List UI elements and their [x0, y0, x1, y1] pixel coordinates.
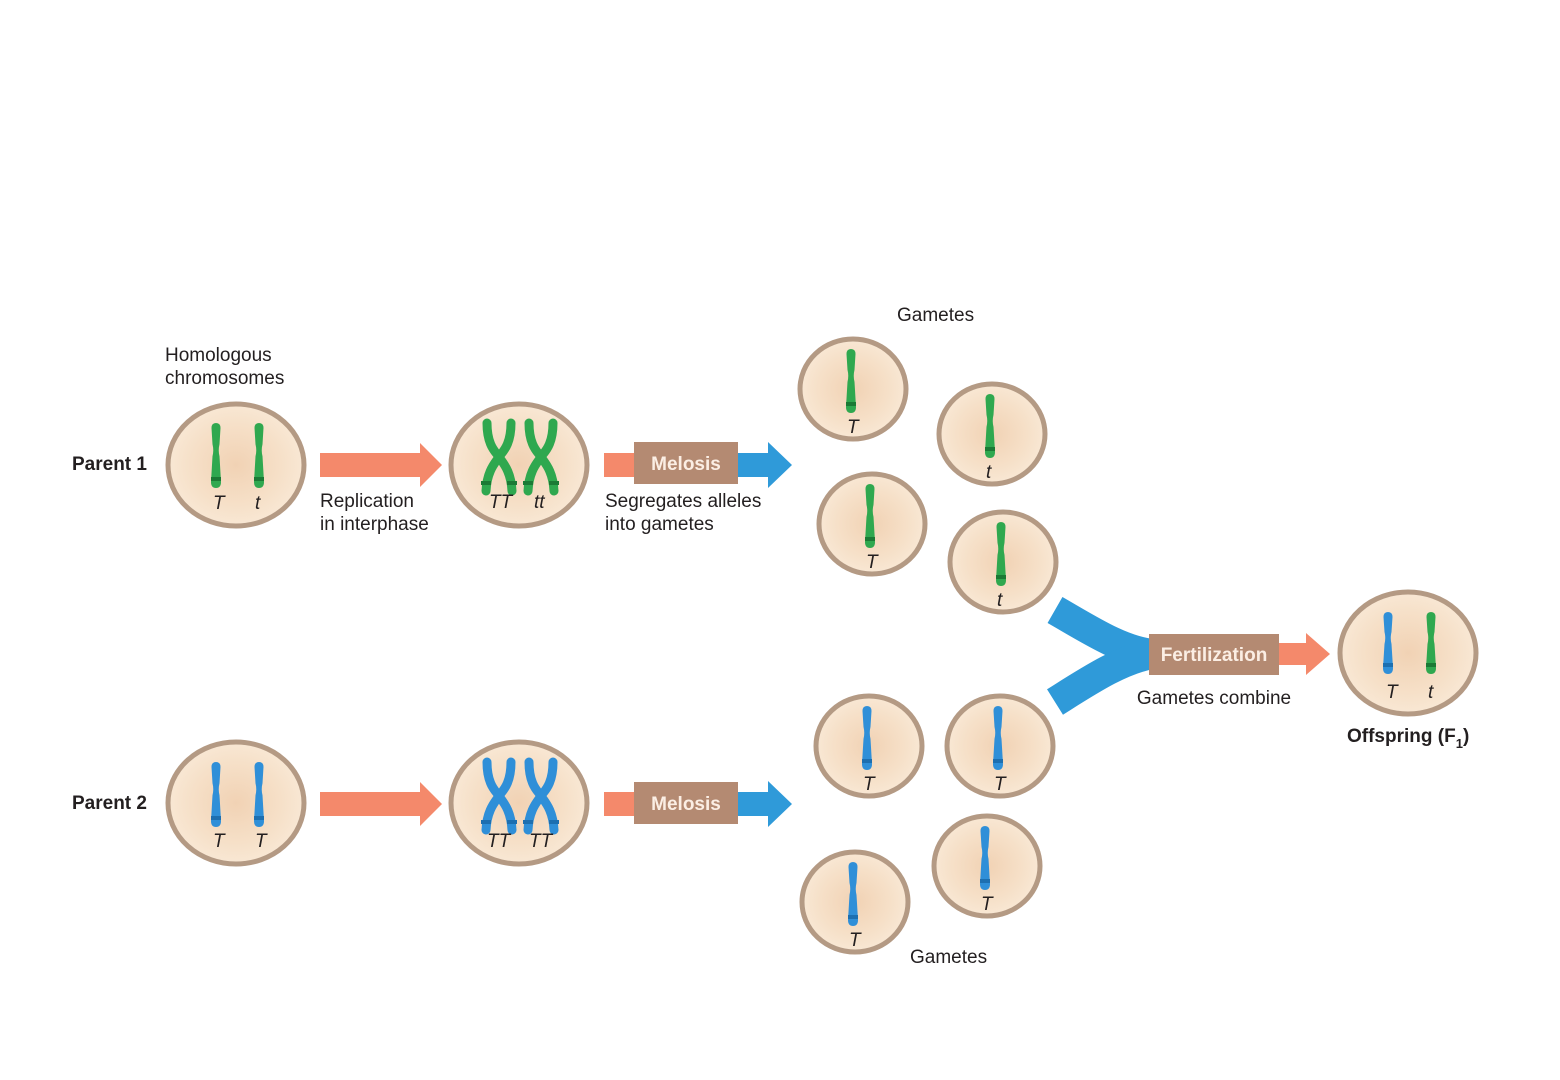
cell-membrane	[451, 404, 587, 526]
gamete-cell: T	[819, 474, 925, 574]
cell-membrane	[168, 404, 304, 526]
meiosis-arrow-parent1: Melosis	[604, 442, 792, 488]
replication-label-line2: in interphase	[320, 514, 429, 535]
fertilization-box-label: Fertilization	[1161, 645, 1268, 666]
allele-label: T	[255, 831, 268, 852]
gamete-cell: T	[802, 852, 908, 952]
cell-membrane	[451, 742, 587, 864]
allele-label: t	[997, 590, 1003, 611]
gamete-cell: T	[947, 696, 1053, 796]
meiosis-box-label: Melosis	[651, 454, 721, 475]
allele-label: T	[981, 894, 994, 915]
allele-label: T	[213, 493, 226, 514]
cell-membrane	[1340, 592, 1476, 714]
gametes-combine-label: Gametes combine	[1137, 688, 1291, 709]
replication-arrow-parent1	[320, 443, 442, 487]
allele-label: TT	[529, 831, 554, 852]
cell-membrane	[168, 742, 304, 864]
allele-label: t	[255, 493, 261, 514]
gametes-label-bottom: Gametes	[910, 947, 987, 968]
gamete-cell: T	[800, 339, 906, 439]
parent2-cell: T T	[168, 742, 304, 864]
allele-label: t	[1428, 682, 1434, 703]
allele-label: T	[994, 774, 1007, 795]
parent2-label: Parent 2	[72, 793, 147, 814]
allele-label: T	[863, 774, 876, 795]
offspring-cell: T t	[1340, 592, 1476, 714]
replication-arrow-parent2	[320, 782, 442, 826]
gametes-label-top: Gametes	[897, 305, 974, 326]
allele-label: tt	[534, 492, 545, 513]
replication-label-line1: Replication	[320, 491, 414, 512]
offspring-label: Offspring (F1)	[1347, 726, 1469, 751]
parent1-replicated-cell: TT tt	[451, 404, 587, 526]
gamete-cell: T	[934, 816, 1040, 916]
allele-label: TT	[489, 492, 514, 513]
allele-label: T	[849, 930, 862, 951]
allele-label: T	[1386, 682, 1399, 703]
allele-label: T	[847, 417, 860, 438]
parent2-replicated-cell: TT TT	[451, 742, 587, 864]
homologous-label-line1: Homologous	[165, 345, 272, 366]
parent1-cell: T t	[168, 404, 304, 526]
segregates-label-line1: Segregates alleles	[605, 491, 761, 512]
allele-label: TT	[487, 831, 512, 852]
meiosis-box-label: Melosis	[651, 794, 721, 815]
parent2-gametes: T T T T	[802, 696, 1053, 952]
homologous-label-line2: chromosomes	[165, 368, 284, 389]
parent1-label: Parent 1	[72, 454, 147, 475]
allele-label: t	[986, 462, 992, 483]
segregates-label-line2: into gametes	[605, 514, 714, 535]
gamete-cell: t	[939, 384, 1045, 484]
gamete-cell: T	[816, 696, 922, 796]
allele-label: T	[213, 831, 226, 852]
meiosis-arrow-parent2: Melosis	[604, 781, 792, 827]
gamete-cell: t	[950, 512, 1056, 612]
allele-label: T	[866, 552, 879, 573]
